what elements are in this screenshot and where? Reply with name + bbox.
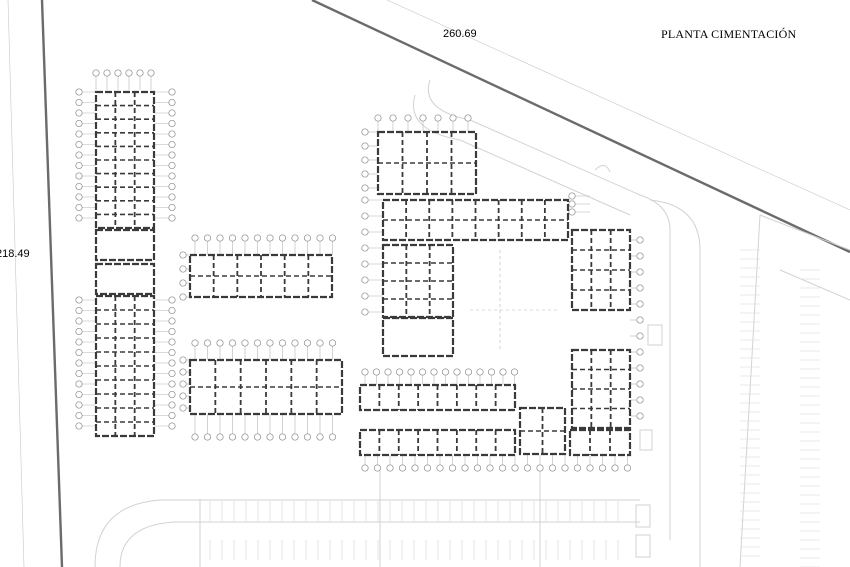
grid-bubble-icon (75, 69, 644, 472)
site-boundary (7, 0, 850, 567)
foundation-walls (94, 90, 632, 457)
parking-stalls (209, 249, 820, 567)
dimension-top: 260.69 (443, 28, 477, 40)
site-features (94, 79, 850, 567)
dimension-left: 218.49 (0, 248, 30, 260)
drawing-title: PLANTA CIMENTACIÓN (661, 27, 797, 41)
